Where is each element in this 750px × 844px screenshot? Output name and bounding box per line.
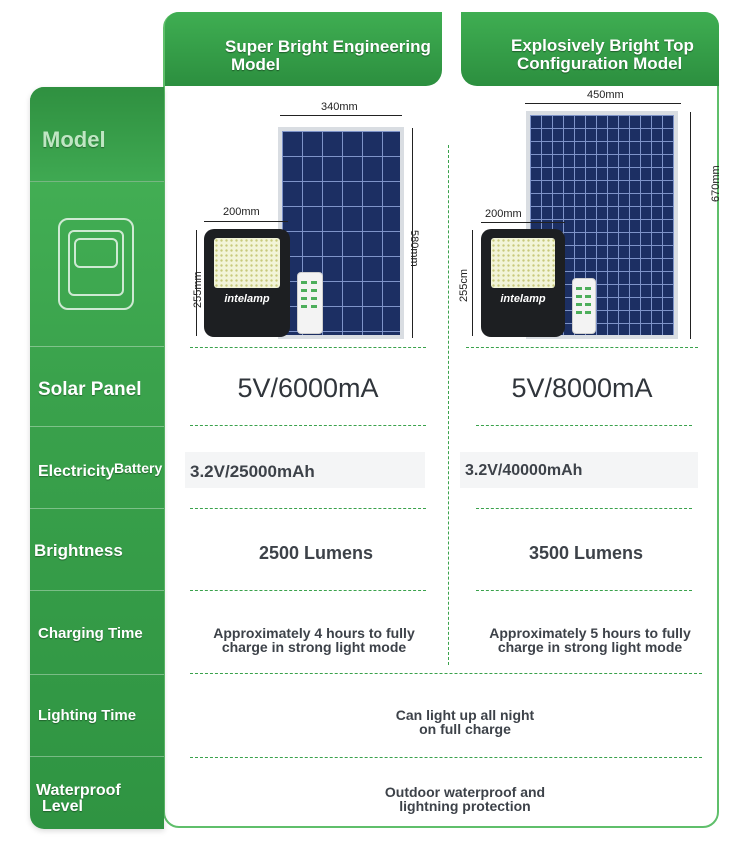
lighting-value: Can light up all night on full charge	[350, 708, 580, 736]
dim-left-panel-width: 340mm	[321, 101, 358, 113]
charging-right-line2: charge in strong light mode	[497, 639, 683, 655]
solar-panel-left-value: 5V/6000mA	[237, 373, 379, 403]
sep-right-1	[466, 347, 698, 348]
charging-right-line1: Approximately 5 hours to fully	[489, 625, 691, 641]
dimline-left-height	[412, 128, 413, 338]
sep-left-4	[190, 590, 426, 591]
sep-left-2	[190, 425, 426, 426]
sep-left-1	[190, 347, 426, 348]
brightness-right-value: 3500 Lumens	[528, 543, 644, 563]
lighting-line2: on full charge	[419, 721, 511, 737]
dim-right-panel-width: 450mm	[587, 89, 624, 101]
lighting-line1: Can light up all night	[395, 707, 535, 723]
waterproof-line1: Outdoor waterproof and	[384, 784, 546, 800]
remote-left-image	[297, 272, 323, 334]
row-label-image	[30, 182, 164, 347]
row-label-charging-time: Charging Time	[30, 591, 164, 675]
charging-right-value: Approximately 5 hours to fully charge in…	[470, 626, 710, 654]
row-label-electricity: Electricity	[30, 427, 164, 509]
sep-right-2	[476, 425, 692, 426]
dimline-right-lamp-width	[481, 222, 565, 223]
column-divider	[448, 145, 449, 665]
waterproof-value: Outdoor waterproof and lightning protect…	[340, 785, 590, 813]
battery-left-value: 3.2V/25000mAh	[190, 462, 315, 481]
battery-right-bg	[460, 452, 698, 488]
dimline-left-lamp-width	[204, 221, 288, 222]
battery-left-bg	[185, 452, 425, 488]
waterproof-line2: lightning protection	[399, 798, 531, 814]
floodlight-left-image: intelamp	[204, 229, 290, 337]
battery-right-value: 3.2V/40000mAh	[465, 462, 583, 479]
charging-left-line1: Approximately 4 hours to fully	[213, 625, 415, 641]
dim-left-panel-height: 580mm	[408, 230, 420, 267]
remote-right-image	[572, 278, 596, 334]
dim-right-lamp-width: 200mm	[485, 208, 522, 220]
dimline-right-width	[525, 103, 681, 104]
dim-right-panel-height: 670mm	[710, 165, 722, 202]
brand-left: intelamp	[224, 293, 270, 305]
dim-left-lamp-width: 200mm	[223, 206, 260, 218]
spec-label-column: Model Solar Panel Electricity Brightness…	[30, 87, 164, 829]
charging-left-line2: charge in strong light mode	[221, 639, 407, 655]
waterproof-label-line2: Level	[42, 798, 83, 815]
sep-full-5	[190, 673, 702, 674]
sep-right-4	[476, 590, 692, 591]
header-right-line1: Explosively Bright Top	[511, 36, 694, 55]
header-top-configuration-model: Explosively Bright Top Configuration Mod…	[461, 12, 719, 86]
battery-label: Battery	[114, 460, 163, 476]
dimline-left-width	[280, 115, 402, 116]
waterproof-label-line1: Waterproof	[36, 782, 121, 799]
solar-panel-right-value: 5V/8000mA	[511, 373, 653, 403]
sep-right-3	[476, 508, 692, 509]
dim-left-lamp-height: 255mm	[192, 271, 204, 308]
header-left-line1: Super Bright Engineering	[225, 37, 431, 56]
brand-right: intelamp	[500, 293, 546, 305]
header-divider	[442, 12, 461, 86]
header-right-line2: Configuration Model	[517, 54, 683, 73]
dimline-right-height	[690, 112, 691, 339]
sep-full-6	[190, 757, 702, 758]
lamp-outline-icon	[58, 218, 134, 310]
charging-left-value: Approximately 4 hours to fully charge in…	[194, 626, 434, 654]
dim-right-lamp-height: 255cm	[458, 268, 470, 302]
dimline-right-lamp-height	[472, 230, 473, 336]
brightness-left-value: 2500 Lumens	[258, 543, 374, 563]
row-label-brightness: Brightness	[30, 509, 164, 591]
row-label-waterproof: Waterproof Level	[30, 757, 164, 829]
sep-left-3	[190, 508, 426, 509]
floodlight-right-image: intelamp	[481, 229, 565, 337]
row-label-model: Model	[30, 87, 164, 182]
header-engineering-model: Super Bright Engineering Model	[165, 12, 442, 86]
header-left-line2: Model	[231, 55, 281, 74]
row-label-solar-panel: Solar Panel	[30, 347, 164, 427]
row-label-lighting-time: Lighting Time	[30, 675, 164, 757]
dimline-left-lamp-height	[196, 230, 197, 336]
